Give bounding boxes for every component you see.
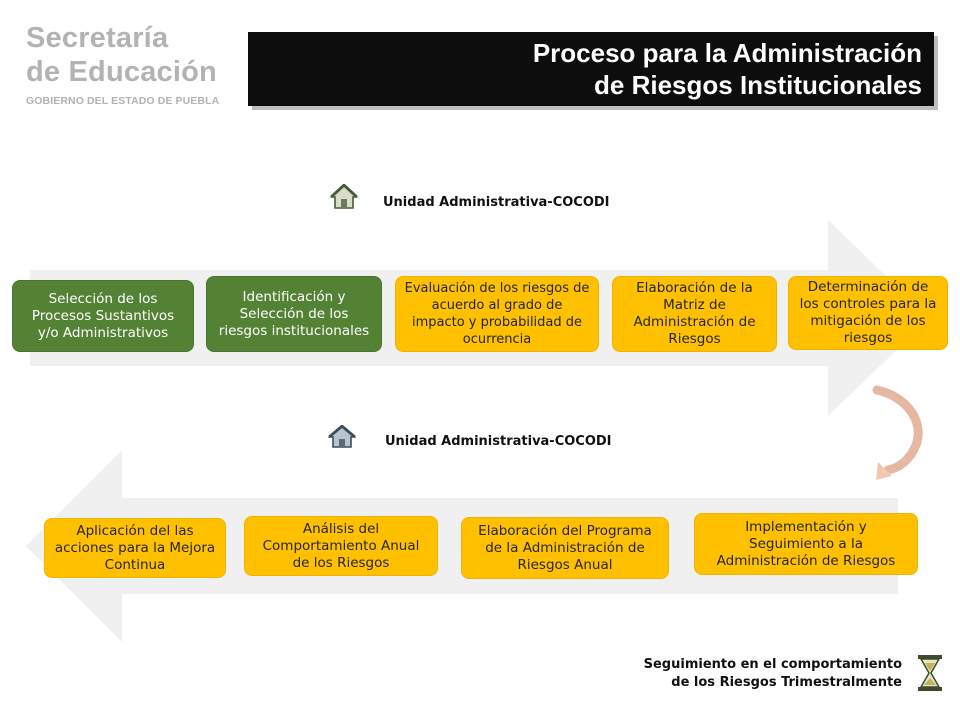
home-icon [330,184,358,209]
logo-subtitle: GOBIERNO DEL ESTADO DE PUEBLA [26,95,220,107]
step-matriz-riesgos: Elaboración de la Matriz de Administraci… [612,276,777,352]
logo-de-educacion: de Educación [26,56,217,88]
step-seleccion-procesos: Selección de los Procesos Sustantivos y/… [12,280,194,352]
title-line-1: Proceso para la Administración [532,38,922,68]
step-controles-mitigacion: Determinación de los controles para la m… [788,276,948,350]
step-identificacion-riesgos: Identificación y Selección de los riesgo… [206,276,382,352]
logo-secretaria: Secretaría [26,22,169,54]
hourglass-icon [918,655,942,691]
footer-line-1: Seguimiento en el comportamiento [643,657,902,672]
home-icon [328,425,356,448]
curved-arrow-icon [872,385,923,480]
unit-label-row2: Unidad Administrativa-COCODI [385,434,612,449]
step-elaboracion-programa: Elaboración del Programa de la Administr… [461,517,669,579]
page-title: Proceso para la Administración de Riesgo… [533,37,922,101]
step-implementacion-seguimiento: Implementación y Seguimiento a la Admini… [694,513,918,575]
footer-seguimiento: Seguimiento en el comportamiento de los … [644,656,902,692]
title-line-2: de Riesgos Institucionales [594,70,922,100]
footer-line-2: de los Riesgos Trimestralmente [671,675,902,690]
title-banner: Proceso para la Administración de Riesgo… [248,32,934,106]
step-evaluacion-riesgos: Evaluación de los riesgos de acuerdo al … [395,276,599,352]
step-analisis-comportamiento: Análisis del Comportamiento Anual de los… [244,516,438,576]
unit-label-row1: Unidad Administrativa-COCODI [383,195,610,210]
step-aplicacion-acciones: Aplicación del las acciones para la Mejo… [44,518,226,578]
